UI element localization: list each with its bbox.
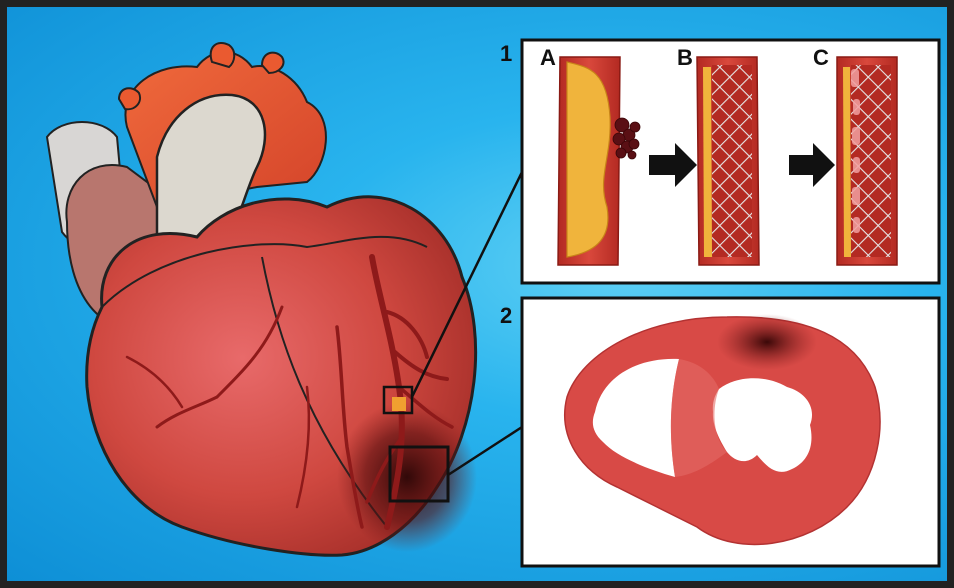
subclavian-branch xyxy=(119,88,140,109)
stage-a-label: A xyxy=(540,45,556,71)
stage-b-label: B xyxy=(677,45,693,71)
vessel-stage-b xyxy=(697,57,759,265)
cross-section-infarct xyxy=(717,314,817,370)
carotid-branch xyxy=(262,53,284,73)
blockage-spot xyxy=(392,397,406,411)
panel-1-number: 1 xyxy=(500,41,512,67)
vessel-stage-c xyxy=(837,57,897,265)
infarct-zone xyxy=(337,402,477,552)
panel-2-number: 2 xyxy=(500,303,512,329)
panel-2 xyxy=(522,298,939,566)
brachiocephalic-branch xyxy=(211,43,235,67)
heart-illustration xyxy=(47,43,522,555)
illustration-canvas xyxy=(7,7,947,581)
panel-1 xyxy=(522,40,939,283)
stage-c-label: C xyxy=(813,45,829,71)
